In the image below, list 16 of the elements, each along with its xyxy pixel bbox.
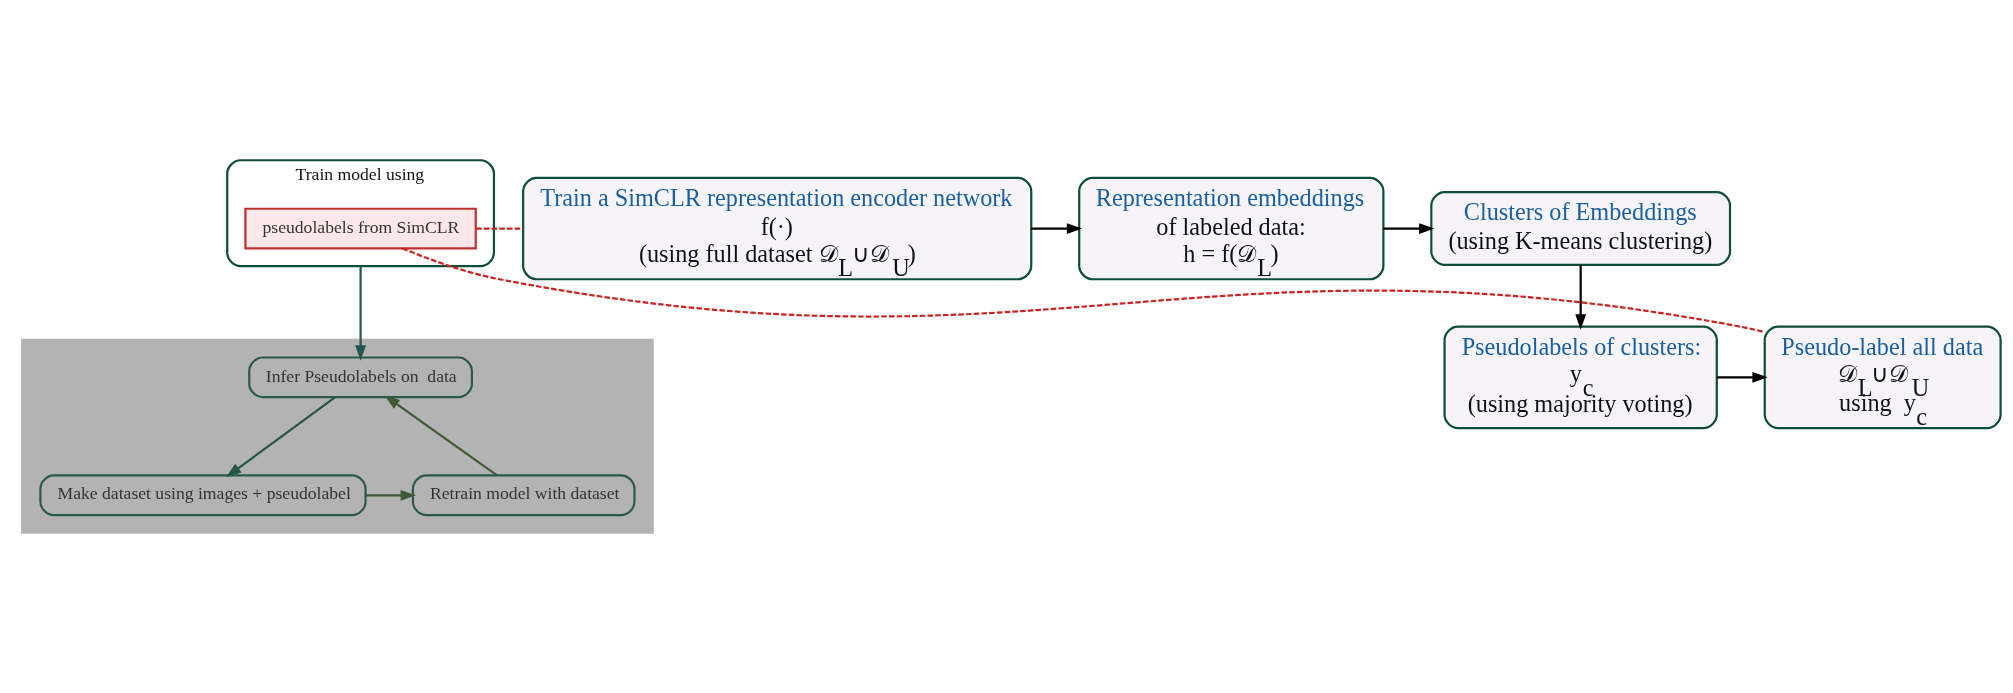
- arrow: [225, 396, 336, 478]
- arrow: [1716, 371, 1768, 383]
- connector: [475, 227, 523, 230]
- arrow: [354, 266, 366, 361]
- node-box: pseudolabels from SimCLR: [243, 207, 477, 250]
- arrow: [365, 489, 416, 501]
- node-box: Retrain model with dataset: [411, 474, 636, 517]
- arrow: [383, 395, 498, 477]
- node-box: Infer Pseudolabels on data: [247, 356, 473, 399]
- arrow: [1030, 223, 1082, 234]
- cluster: [20, 338, 654, 534]
- node-box: Clusters of Embeddings (using K-means clustering): [1429, 191, 1731, 267]
- connector: [401, 247, 1765, 334]
- arrow: [1574, 265, 1586, 330]
- node-box: Make dataset using images + pseudolabel: [38, 474, 367, 517]
- arrow: [1382, 223, 1435, 234]
